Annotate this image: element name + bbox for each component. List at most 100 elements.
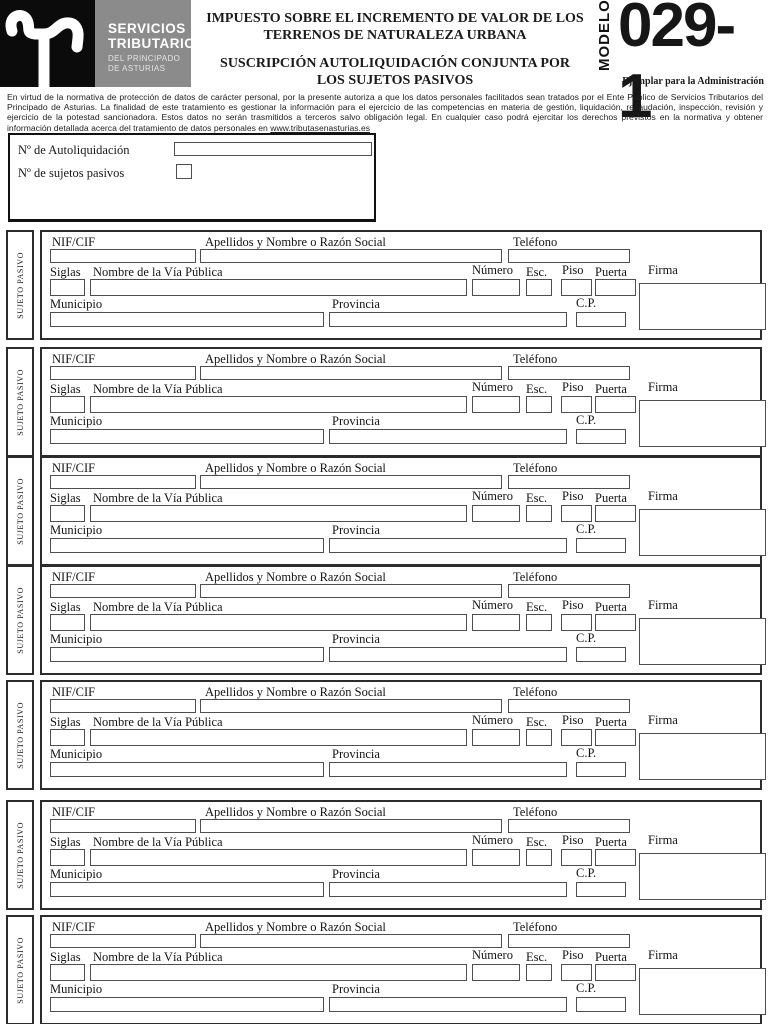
provincia-input[interactable]	[329, 647, 567, 662]
firma-box[interactable]	[639, 853, 766, 900]
numero-input[interactable]	[472, 729, 520, 746]
firma-box[interactable]	[639, 509, 766, 556]
provincia-input[interactable]	[329, 538, 567, 553]
cp-input[interactable]	[576, 997, 626, 1012]
piso-input[interactable]	[561, 505, 592, 522]
puerta-input[interactable]	[595, 729, 636, 746]
esc-input[interactable]	[526, 849, 552, 866]
siglas-input[interactable]	[50, 396, 85, 413]
cp-input[interactable]	[576, 882, 626, 897]
siglas-input[interactable]	[50, 505, 85, 522]
municipio-input[interactable]	[50, 312, 324, 327]
firma-box[interactable]	[639, 618, 766, 665]
piso-input[interactable]	[561, 396, 592, 413]
cp-input[interactable]	[576, 312, 626, 327]
siglas-input[interactable]	[50, 614, 85, 631]
cp-input[interactable]	[576, 647, 626, 662]
puerta-label: Puerta	[595, 715, 627, 729]
numero-input[interactable]	[472, 849, 520, 866]
puerta-input[interactable]	[595, 505, 636, 522]
privacy-link[interactable]: www.tributasenasturias.es	[270, 122, 371, 133]
provincia-input[interactable]	[329, 997, 567, 1012]
apellidos-input[interactable]	[200, 934, 502, 948]
apellidos-input[interactable]	[200, 366, 502, 380]
autoliquidacion-input[interactable]	[174, 142, 372, 156]
apellidos-input[interactable]	[200, 584, 502, 598]
nif-cif-input[interactable]	[50, 584, 196, 598]
telefono-input[interactable]	[508, 584, 630, 598]
via-publica-input[interactable]	[90, 849, 467, 866]
telefono-input[interactable]	[508, 475, 630, 489]
numero-input[interactable]	[472, 614, 520, 631]
esc-input[interactable]	[526, 964, 552, 981]
piso-input[interactable]	[561, 964, 592, 981]
firma-box[interactable]	[639, 400, 766, 447]
esc-input[interactable]	[526, 279, 552, 296]
apellidos-input[interactable]	[200, 249, 502, 263]
cp-label: C.P.	[576, 296, 597, 310]
municipio-input[interactable]	[50, 538, 324, 553]
siglas-input[interactable]	[50, 964, 85, 981]
piso-input[interactable]	[561, 729, 592, 746]
via-publica-label: Nombre de la Vía Pública	[93, 950, 223, 964]
nif-cif-input[interactable]	[50, 475, 196, 489]
telefono-input[interactable]	[508, 819, 630, 833]
piso-input[interactable]	[561, 614, 592, 631]
municipio-input[interactable]	[50, 882, 324, 897]
via-publica-input[interactable]	[90, 505, 467, 522]
cp-input[interactable]	[576, 762, 626, 777]
provincia-label: Provincia	[332, 414, 380, 428]
firma-box[interactable]	[639, 283, 766, 330]
nif-cif-input[interactable]	[50, 699, 196, 713]
piso-label: Piso	[562, 263, 584, 277]
provincia-input[interactable]	[329, 429, 567, 444]
via-publica-input[interactable]	[90, 964, 467, 981]
municipio-input[interactable]	[50, 762, 324, 777]
provincia-input[interactable]	[329, 312, 567, 327]
apellidos-input[interactable]	[200, 699, 502, 713]
apellidos-input[interactable]	[200, 819, 502, 833]
nif-cif-input[interactable]	[50, 366, 196, 380]
piso-input[interactable]	[561, 849, 592, 866]
esc-input[interactable]	[526, 505, 552, 522]
firma-box[interactable]	[639, 733, 766, 780]
via-publica-input[interactable]	[90, 396, 467, 413]
numero-input[interactable]	[472, 505, 520, 522]
telefono-input[interactable]	[508, 699, 630, 713]
cp-input[interactable]	[576, 429, 626, 444]
puerta-input[interactable]	[595, 396, 636, 413]
numero-input[interactable]	[472, 396, 520, 413]
puerta-input[interactable]	[595, 614, 636, 631]
esc-input[interactable]	[526, 396, 552, 413]
provincia-input[interactable]	[329, 762, 567, 777]
telefono-input[interactable]	[508, 366, 630, 380]
municipio-input[interactable]	[50, 647, 324, 662]
piso-input[interactable]	[561, 279, 592, 296]
sujetos-pasivos-input[interactable]	[176, 164, 192, 179]
municipio-input[interactable]	[50, 997, 324, 1012]
siglas-input[interactable]	[50, 849, 85, 866]
nif-cif-input[interactable]	[50, 249, 196, 263]
cp-input[interactable]	[576, 538, 626, 553]
siglas-input[interactable]	[50, 279, 85, 296]
apellidos-input[interactable]	[200, 475, 502, 489]
municipio-input[interactable]	[50, 429, 324, 444]
puerta-input[interactable]	[595, 964, 636, 981]
nif-cif-input[interactable]	[50, 819, 196, 833]
numero-input[interactable]	[472, 279, 520, 296]
siglas-input[interactable]	[50, 729, 85, 746]
nif-cif-input[interactable]	[50, 934, 196, 948]
numero-input[interactable]	[472, 964, 520, 981]
esc-input[interactable]	[526, 729, 552, 746]
puerta-input[interactable]	[595, 849, 636, 866]
puerta-input[interactable]	[595, 279, 636, 296]
via-publica-label: Nombre de la Vía Pública	[93, 382, 223, 396]
firma-box[interactable]	[639, 968, 766, 1015]
telefono-input[interactable]	[508, 934, 630, 948]
via-publica-input[interactable]	[90, 614, 467, 631]
esc-input[interactable]	[526, 614, 552, 631]
telefono-input[interactable]	[508, 249, 630, 263]
via-publica-input[interactable]	[90, 729, 467, 746]
via-publica-input[interactable]	[90, 279, 467, 296]
provincia-input[interactable]	[329, 882, 567, 897]
